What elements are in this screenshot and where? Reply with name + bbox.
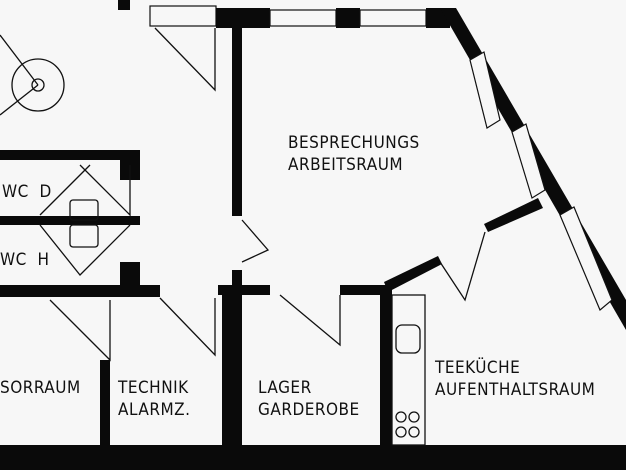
toilet-h bbox=[69, 224, 99, 248]
sink-icon bbox=[395, 324, 421, 354]
toilet-d bbox=[69, 199, 99, 221]
label-wc-d: WC D bbox=[2, 182, 52, 202]
label-technik-1: TECHNIK bbox=[117, 378, 189, 398]
label-meeting-1: BESPRECHUNGS bbox=[288, 133, 420, 153]
label-lager-1: LAGER bbox=[258, 378, 312, 398]
spiral-stair bbox=[11, 58, 65, 112]
label-kitchen-1: TEEKÜCHE bbox=[434, 356, 520, 378]
label-meeting-2: ARBEITSRAUM bbox=[288, 155, 403, 175]
kitchen-counter bbox=[391, 294, 426, 446]
door-swing-lager bbox=[279, 294, 341, 347]
door-swing-wc-h bbox=[39, 224, 131, 276]
label-lager-2: GARDEROBE bbox=[258, 400, 360, 420]
label-technik-2: ALARMZ. bbox=[118, 400, 190, 420]
label-partial-room: SORRAUM bbox=[0, 378, 81, 398]
window-top-1 bbox=[149, 5, 217, 27]
window-top-3 bbox=[359, 9, 427, 27]
door-swing-meeting bbox=[241, 219, 270, 263]
fixtures bbox=[0, 34, 426, 446]
room-labels: BESPRECHUNGS ARBEITSRAUM WC D WC H SORRA… bbox=[0, 133, 595, 420]
label-kitchen-2: AUFENTHALTSRAUM bbox=[435, 380, 595, 400]
door-swing-technik bbox=[49, 299, 111, 362]
stove-icon bbox=[395, 411, 407, 423]
door-swing-kitchen bbox=[439, 231, 486, 302]
doors bbox=[39, 27, 486, 362]
window-top-2 bbox=[269, 9, 337, 27]
door-swing-wc-d bbox=[79, 164, 131, 217]
label-wc-h: WC H bbox=[0, 250, 50, 270]
door-swing-top bbox=[154, 27, 216, 92]
